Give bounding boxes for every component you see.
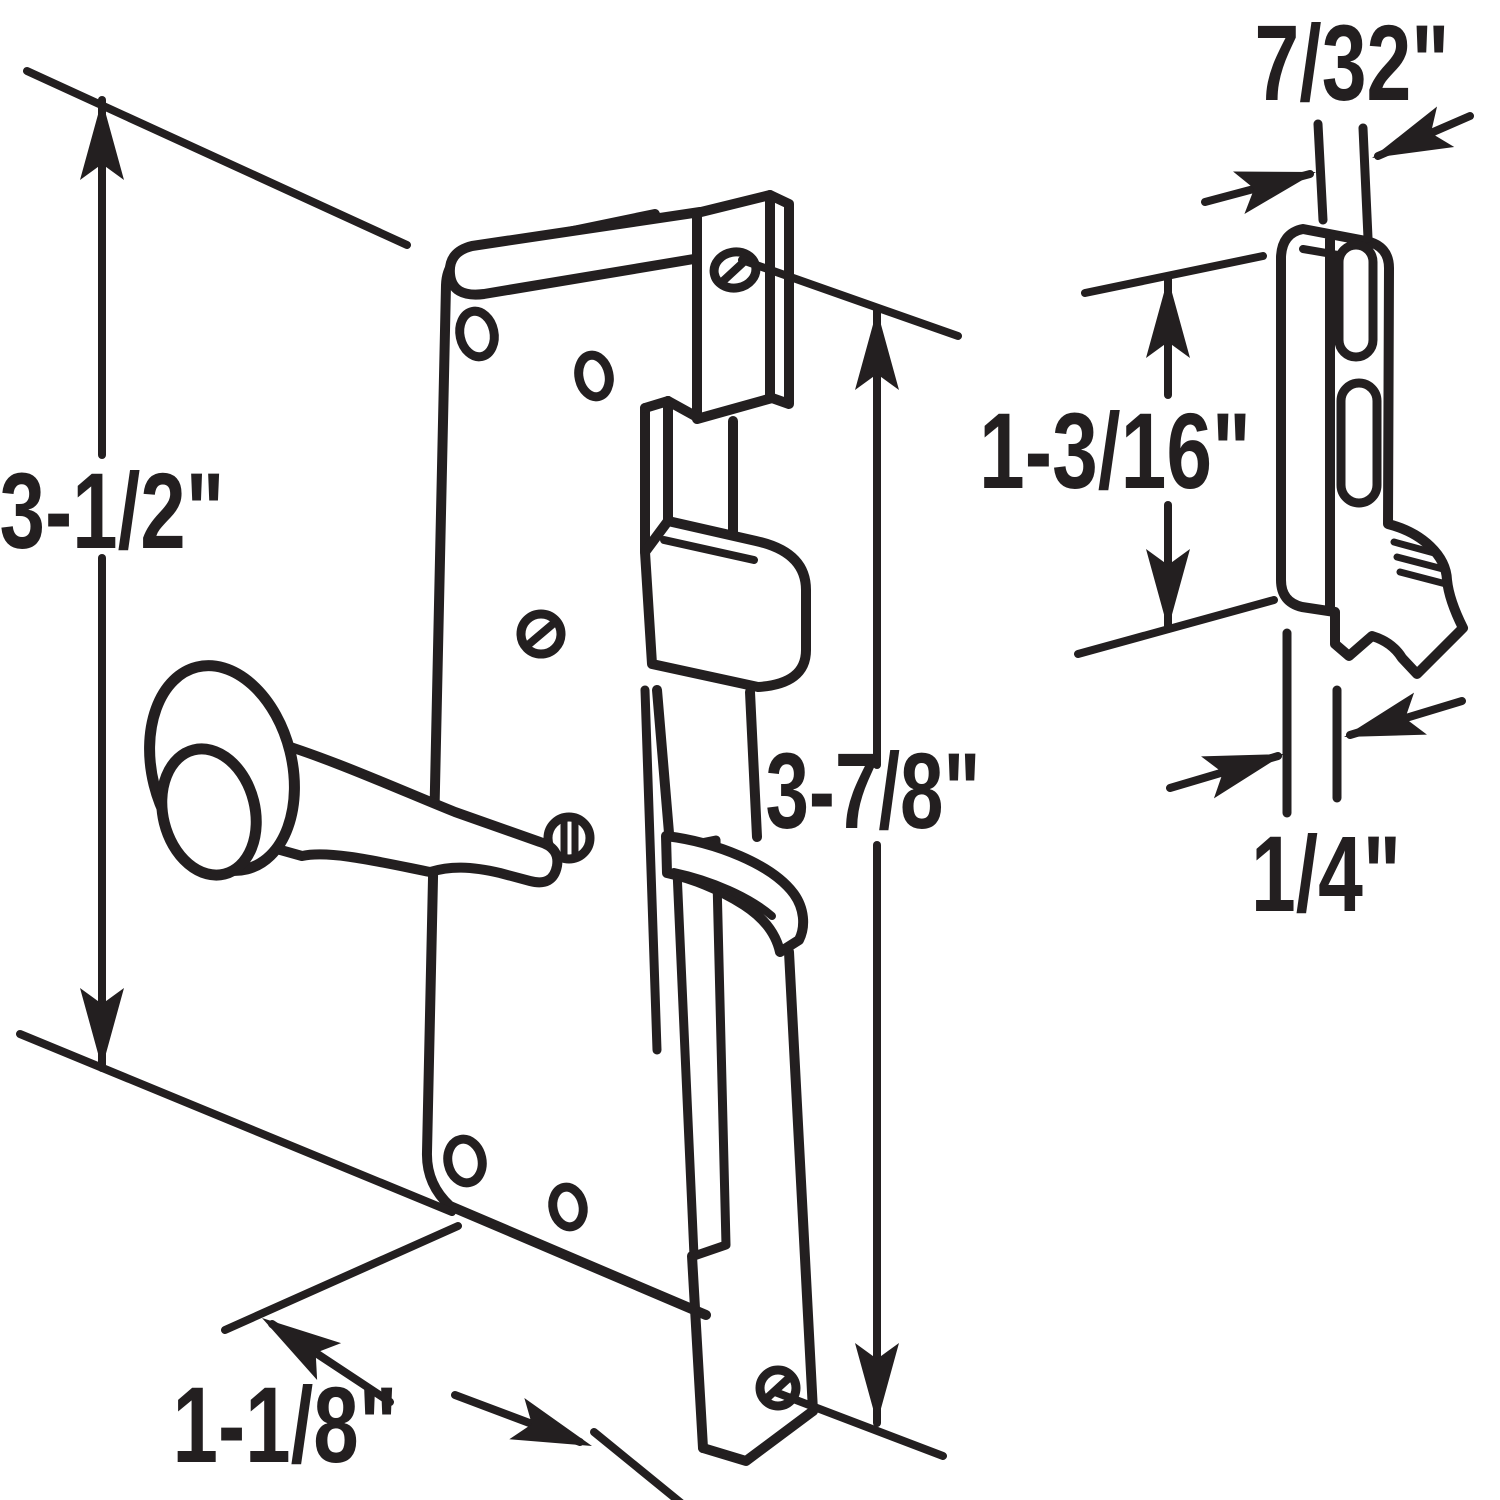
dimension-faceplate-height — [738, 256, 962, 1460]
faceplate-right-lower — [784, 947, 818, 1416]
label-plate-height: 3-1/2" — [0, 450, 225, 571]
ext-line — [771, 1388, 947, 1460]
arrowhead-down-icon — [855, 1343, 899, 1423]
label-keeper-thickness: 7/32" — [1255, 2, 1450, 123]
notch-block-inner — [660, 536, 758, 564]
arrowhead-down-icon — [80, 988, 124, 1068]
tick-line — [1358, 123, 1373, 243]
tick-line — [1313, 119, 1328, 225]
arrowhead-right-icon — [1201, 754, 1284, 799]
keeper-slot-upper — [1334, 240, 1378, 362]
arrowhead-right-icon — [1233, 171, 1316, 214]
arrowhead-down-icon — [1146, 549, 1190, 629]
notch-block — [640, 516, 811, 692]
faceplate-left-upper — [652, 685, 675, 850]
plate-hole-top-right — [574, 350, 614, 402]
arrowhead-up-icon — [1146, 278, 1190, 358]
keeper-drawing — [1276, 224, 1468, 679]
faceplate-screw-slot — [762, 1373, 794, 1403]
arrowhead-left-icon — [1344, 692, 1427, 737]
ext-line — [16, 1030, 456, 1216]
lock-body-drawing — [144, 190, 818, 1466]
plate-screw-upper-slot — [524, 619, 558, 649]
dimension-keeper-thickness — [1201, 106, 1474, 243]
dimension-labels: 3-1/2" 7/32" 1-3/16" 3-7/8" 1/4" 1-1/8" — [0, 2, 1450, 1485]
plate-hole-top-left — [455, 306, 499, 362]
top-tab — [692, 190, 794, 424]
arrowhead-upleft-icon — [262, 1318, 342, 1381]
label-plate-bottom-width: 1-1/8" — [173, 1364, 398, 1485]
plate-hole-bottom-left — [443, 1134, 487, 1188]
keeper-hook-hatch-3 — [1396, 568, 1450, 588]
dimension-hook-offset — [1166, 628, 1466, 818]
ext-line — [23, 67, 411, 249]
arrowhead-up-icon — [855, 310, 899, 390]
faceplate-left-lower — [687, 1251, 708, 1453]
keeper-slot-lower — [1336, 378, 1382, 508]
top-bracket — [444, 207, 705, 300]
thumbturn-lever — [251, 735, 563, 888]
dimension-plate-height — [16, 67, 456, 1216]
dimension-plate-bottom-width — [221, 1222, 684, 1500]
label-keeper-height: 1-3/16" — [979, 390, 1251, 511]
keeper-hook-hatch-2 — [1393, 553, 1447, 573]
keeper-hook-hatch-1 — [1390, 538, 1442, 558]
label-hook-offset: 1/4" — [1251, 813, 1401, 934]
z-band-to-tab — [663, 396, 702, 422]
thumbturn-knob-face — [156, 743, 262, 881]
latch-pawl-inner — [670, 868, 776, 920]
arrowhead-left-icon — [1372, 106, 1455, 158]
faceplate-bottom — [698, 1406, 818, 1466]
dimension-keeper-height — [1074, 252, 1278, 658]
arrowhead-up-icon — [80, 100, 124, 180]
plate-hole-bottom-right — [548, 1182, 588, 1232]
faceplate-right-upper — [745, 687, 762, 842]
dimension-annotations — [16, 67, 1474, 1500]
ext-line — [738, 256, 962, 340]
label-faceplate-height: 3-7/8" — [766, 730, 981, 851]
faceplate-side-line — [640, 685, 662, 1055]
ext-line — [221, 1222, 462, 1334]
ext-line — [1074, 596, 1278, 658]
arrowhead-downright-icon — [509, 1397, 592, 1446]
ext-line — [590, 1428, 684, 1500]
faceplate-slot — [671, 835, 731, 1261]
ext-line — [1081, 252, 1267, 297]
